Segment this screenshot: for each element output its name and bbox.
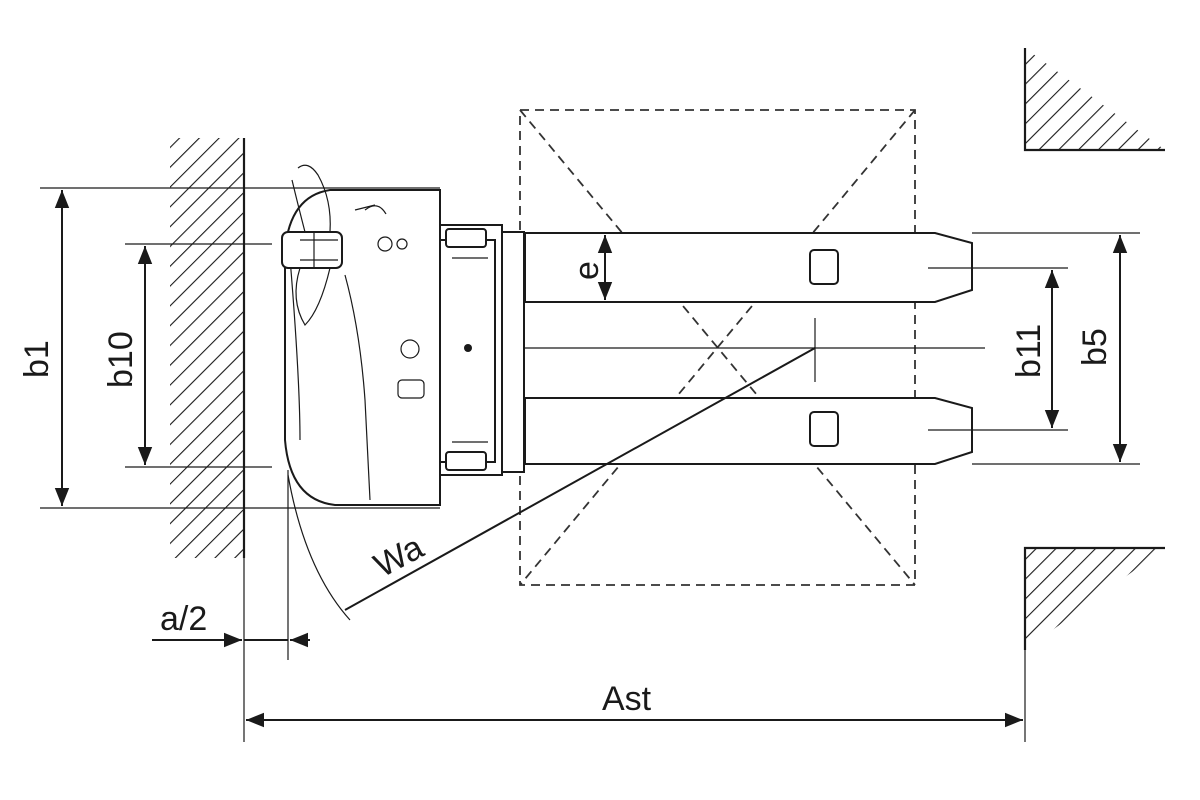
dim-b1 [40, 187, 440, 509]
turning-radius [287, 347, 816, 621]
label-b10: b10 [102, 331, 140, 388]
label-b1: b1 [18, 340, 56, 378]
label-b11: b11 [1010, 324, 1048, 378]
label-wa: Wa [368, 528, 430, 585]
display-icon [397, 379, 425, 399]
label-ast: Ast [602, 680, 652, 718]
tiller-handle [281, 164, 343, 326]
label-e: e [568, 261, 606, 280]
fork-lower [524, 397, 973, 465]
dim-ast [243, 558, 1026, 742]
left-wall [170, 138, 246, 558]
dim-b11 [928, 267, 1068, 431]
top-right-corner [1023, 48, 1165, 152]
carriage-bolt-icon [464, 344, 472, 352]
dim-a-half [152, 470, 310, 660]
bottom-right-corner [1023, 546, 1165, 650]
dim-b10 [125, 243, 272, 468]
dim-b5 [972, 232, 1140, 465]
key-switch-icon [377, 236, 393, 252]
label-a-half: a/2 [160, 600, 207, 638]
emergency-button-icon [400, 339, 420, 359]
label-b5: b5 [1076, 328, 1114, 366]
